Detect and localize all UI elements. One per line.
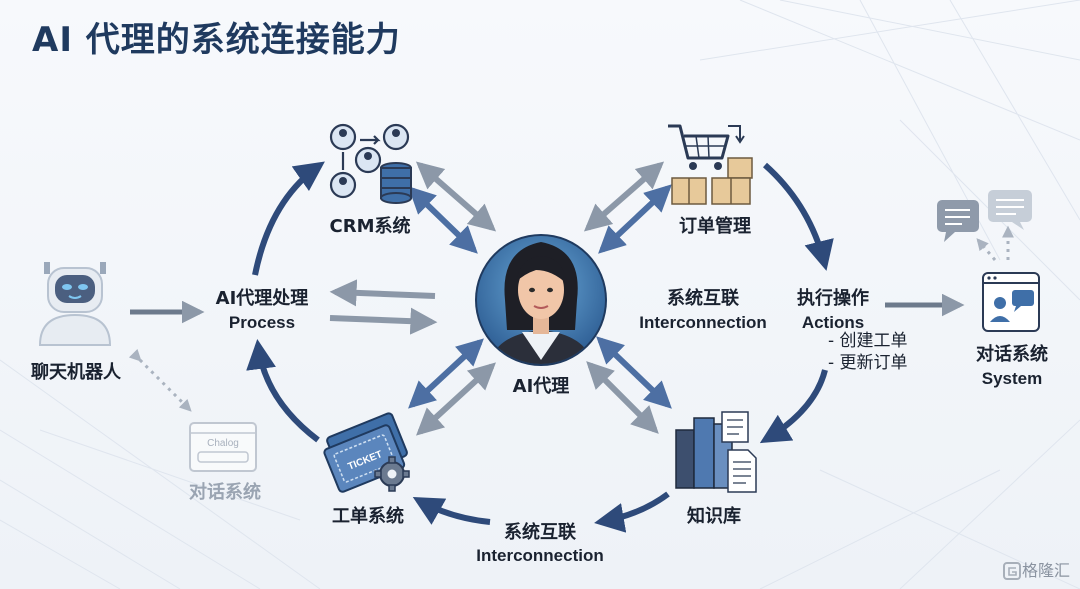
interconnect-label-cn: 系统互联: [667, 288, 739, 309]
arrow-ticket-to-process: [246, 339, 320, 443]
arrow-ticket-ai-b: [416, 362, 496, 436]
faded-dialog-label: 对话系统: [189, 482, 261, 503]
faded-chat-window: Chalog: [189, 422, 257, 472]
arrow-ai-to-process: [329, 279, 436, 307]
chat-bubbles-icon: [937, 190, 1032, 242]
arrow-knowledge-to-bottom: [594, 491, 670, 533]
bottom-interconnect-label-en: Interconnection: [476, 546, 604, 565]
shopping-cart-icon: [668, 124, 753, 205]
knowledge-label: 知识库: [687, 506, 741, 527]
watermark-logo-icon: [1003, 562, 1021, 580]
arrow-orders-to-actions: [763, 162, 834, 271]
arrow-crm-ai-b: [408, 186, 478, 254]
ticket-icon: TICKET: [323, 412, 410, 493]
arrow-chatbot-faded-dialog: [128, 348, 192, 412]
page-title: AI 代理的系统连接能力: [32, 20, 401, 60]
arrow-bottom-to-ticket: [412, 497, 491, 525]
arrow-process-to-crm: [252, 161, 325, 276]
chalog-label: Chalog: [207, 438, 239, 449]
watermark: 格隆汇: [996, 557, 1070, 581]
actions-item-create-ticket: - 创建工单: [828, 331, 908, 351]
bottom-interconnect-label-cn: 系统互联: [504, 522, 576, 543]
actions-item-update-order: - 更新订单: [828, 353, 908, 373]
actions-label-en: Actions: [801, 313, 865, 332]
arrow-actions-to-knowledge: [759, 369, 828, 444]
dialog-system-label-en: System: [981, 369, 1043, 388]
robot-icon: [38, 262, 112, 346]
process-label-cn: AI代理处理: [215, 288, 309, 309]
actions-label-cn: 执行操作: [797, 288, 869, 309]
agent-avatar: [475, 234, 607, 366]
arrow-orders-ai-b: [598, 184, 672, 254]
orders-label: 订单管理: [679, 216, 751, 237]
ticket-system-label: 工单系统: [332, 506, 404, 527]
books-icon: [675, 411, 757, 493]
crm-label: CRM系统: [329, 216, 411, 237]
chat-window-icon: [982, 272, 1040, 332]
interconnect-label-en: Interconnection: [639, 313, 767, 332]
arrow-process-to-ai: [329, 307, 438, 335]
chatbot-label: 聊天机器人: [31, 362, 121, 383]
arrow-knowledge-ai-b: [586, 361, 659, 434]
crm-icon: [329, 123, 412, 204]
dialog-system-label-cn: 对话系统: [976, 344, 1048, 365]
ai-agent-label: AI代理: [512, 376, 570, 397]
process-label-en: Process: [228, 313, 296, 332]
watermark-text: 格隆汇: [1021, 561, 1070, 580]
